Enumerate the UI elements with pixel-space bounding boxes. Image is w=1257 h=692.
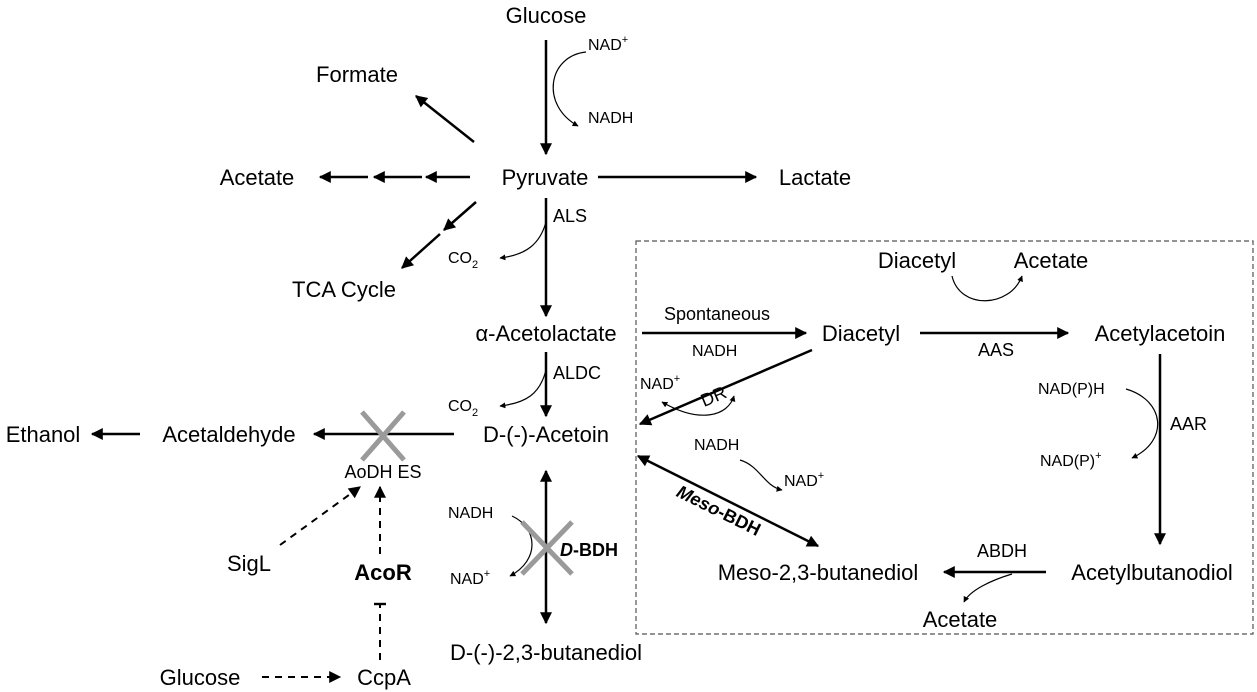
node-acetaldehyde: Acetaldehyde bbox=[162, 422, 295, 447]
node-lactate: Lactate bbox=[779, 165, 851, 190]
node-pyruvate: Pyruvate bbox=[502, 165, 589, 190]
node-acetate-abdh: Acetate bbox=[923, 607, 998, 632]
cofactor-nadh-mesobdh: NADH bbox=[694, 437, 739, 454]
cofactor-nadh-dbdh: NADH bbox=[448, 505, 493, 522]
cofactor-nadh-dr: NADH bbox=[692, 343, 737, 360]
curve-co2-als bbox=[499, 221, 547, 261]
cofactor-nadp-plus-aar: NAD(P)+ bbox=[1040, 450, 1102, 470]
enzyme-d-bdh: D-BDH bbox=[560, 540, 618, 560]
node-alpha-acetolactate: α-Acetolactate bbox=[475, 321, 616, 346]
cofactor-co2-aldc: CO2 bbox=[448, 398, 478, 419]
blocked-dbdh-cross bbox=[520, 520, 574, 576]
node-d-butanediol: D-(-)-2,3-butanediol bbox=[450, 640, 642, 665]
meso-pathway-box bbox=[635, 240, 1254, 635]
enzyme-aldc: ALDC bbox=[553, 363, 601, 383]
node-acetate-aas: Acetate bbox=[1014, 248, 1089, 273]
node-acetate-left: Acetate bbox=[220, 165, 295, 190]
enzyme-als: ALS bbox=[553, 206, 587, 226]
arrow-acetoin-meso-reversible bbox=[636, 454, 820, 548]
curve-nad-nadh-dr bbox=[661, 395, 736, 416]
curve-nad-nadh-glycolysis bbox=[552, 51, 587, 127]
enzyme-aas: AAS bbox=[978, 340, 1014, 360]
node-tca-cycle: TCA Cycle bbox=[292, 277, 396, 302]
cofactor-nadph-aar: NAD(P)H bbox=[1038, 381, 1105, 398]
arrow-pyruvate-to-formate bbox=[415, 95, 475, 143]
node-d-acetoin: D-(-)-Acetoin bbox=[483, 422, 609, 447]
enzyme-aodh-es: AoDH ES bbox=[344, 462, 421, 482]
curve-nadh-nad-mesobdh bbox=[739, 459, 783, 492]
node-acor: AcoR bbox=[354, 560, 412, 585]
curve-co2-aldc bbox=[499, 369, 547, 409]
enzyme-abdh: ABDH bbox=[977, 541, 1027, 561]
blocked-aodh-cross bbox=[360, 410, 406, 462]
node-meso-butanediol: Meso-2,3-butanediol bbox=[718, 560, 919, 585]
node-diacetyl-cofactor: Diacetyl bbox=[878, 248, 956, 273]
node-glucose-bottom: Glucose bbox=[160, 665, 241, 690]
enzyme-meso-bdh: Meso-BDH bbox=[673, 481, 763, 540]
node-diacetyl: Diacetyl bbox=[822, 321, 900, 346]
arrow-pyruvate-to-tca-1 bbox=[443, 201, 477, 231]
arrow-pyruvate-to-tca-2 bbox=[401, 233, 441, 269]
node-ethanol: Ethanol bbox=[6, 422, 81, 447]
node-acetylbutanodiol: Acetylbutanodiol bbox=[1071, 560, 1232, 585]
node-formate: Formate bbox=[316, 62, 398, 87]
enzyme-aar: AAR bbox=[1170, 414, 1207, 434]
enzyme-spontaneous: Spontaneous bbox=[664, 304, 770, 324]
arrow-diacetyl-to-acetoin bbox=[638, 348, 813, 426]
cofactor-nadh-glycolysis: NADH bbox=[588, 110, 633, 127]
node-sigl: SigL bbox=[227, 551, 271, 576]
cofactor-nad-plus-mesobdh: NAD+ bbox=[784, 470, 824, 490]
curve-nadh-nad-dbdh bbox=[509, 515, 533, 577]
cofactor-nad-plus-dr: NAD+ bbox=[640, 373, 680, 393]
curve-acetate-abdh bbox=[963, 573, 1013, 603]
curve-nadph-aar bbox=[1125, 388, 1159, 459]
cofactor-nad-plus-dbdh: NAD+ bbox=[450, 568, 490, 588]
cofactor-nad-plus-glycolysis: NAD+ bbox=[588, 34, 628, 54]
node-ccpa: CcpA bbox=[357, 665, 411, 690]
node-acetylacetoin: Acetylacetoin bbox=[1095, 321, 1226, 346]
node-glucose-top: Glucose bbox=[506, 3, 587, 28]
arrow-sigl-to-aodh bbox=[279, 486, 361, 546]
curve-diacetyl-acetate-aas bbox=[951, 275, 1023, 302]
cofactor-co2-als: CO2 bbox=[448, 250, 478, 271]
